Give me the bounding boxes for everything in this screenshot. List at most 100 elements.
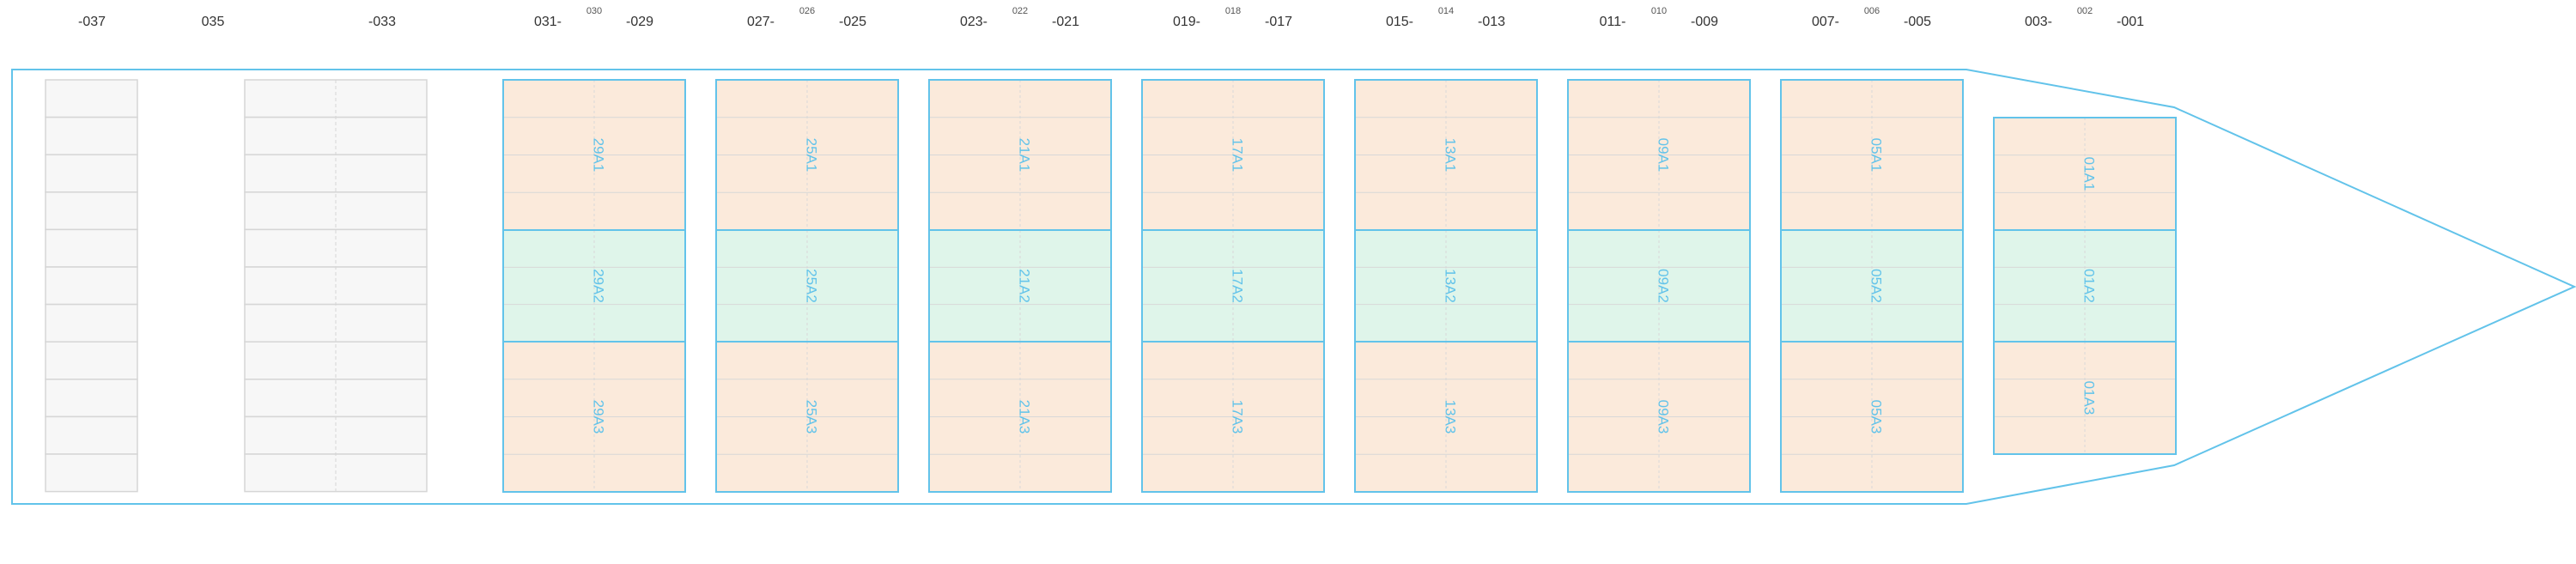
empty-slot: [45, 415, 138, 455]
hold-section-17A3[interactable]: 17A3: [1141, 341, 1325, 493]
bay-number-025: -025: [839, 15, 866, 29]
bay-number-037: -037: [78, 15, 106, 29]
cargo-hold-29[interactable]: 29A1 29A2 29A3: [502, 79, 686, 493]
hold-section-outline: [1780, 341, 1964, 493]
bay-number-003: 003-: [2025, 15, 2052, 29]
hold-label: 09A2: [1656, 269, 1672, 303]
hold-section-outline: [1993, 341, 2177, 455]
hold-label: 25A2: [804, 269, 820, 303]
bay-number-018: 018: [1225, 6, 1241, 16]
bay-number-015: 015-: [1386, 15, 1413, 29]
hold-section-29A3[interactable]: 29A3: [502, 341, 686, 493]
bay-number-033: -033: [368, 15, 396, 29]
bay-number-001: -001: [2117, 15, 2144, 29]
bay-number-005: -005: [1904, 15, 1931, 29]
empty-bay-033: [244, 79, 428, 493]
ship-hull-outline: [11, 69, 2576, 505]
hold-section-outline: [1567, 341, 1751, 493]
hold-label: 21A3: [1017, 400, 1033, 434]
hold-section-13A3[interactable]: 13A3: [1354, 341, 1538, 493]
hold-label: 05A1: [1868, 138, 1885, 173]
cargo-hold-05[interactable]: 05A1 05A2 05A3: [1780, 79, 1964, 493]
bay-number-013: -013: [1478, 15, 1505, 29]
bay-number-019: 019-: [1173, 15, 1200, 29]
bay-number-022: 022: [1012, 6, 1028, 16]
hold-label: 13A1: [1443, 138, 1459, 173]
bay-number-011: 011-: [1600, 15, 1626, 29]
hold-section-13A2[interactable]: 13A2: [1354, 229, 1538, 343]
empty-bay-group: [45, 79, 428, 493]
hold-section-01A3[interactable]: 01A3: [1993, 341, 2177, 455]
hold-label: 01A1: [2081, 157, 2098, 191]
hold-section-09A2[interactable]: 09A2: [1567, 229, 1751, 343]
bay-number-026: 026: [799, 6, 815, 16]
bay-number-010: 010: [1651, 6, 1667, 16]
bay-number-014: 014: [1438, 6, 1454, 16]
cargo-hold-13[interactable]: 13A1 13A2 13A3: [1354, 79, 1538, 493]
hold-label: 17A1: [1230, 138, 1246, 173]
hold-section-29A1[interactable]: 29A1: [502, 79, 686, 231]
bay-number-035: 035: [202, 15, 225, 29]
hold-label: 01A2: [2081, 269, 2098, 303]
hold-section-25A2[interactable]: 25A2: [715, 229, 899, 343]
bay-number-009: -009: [1691, 15, 1718, 29]
bay-number-017: -017: [1265, 15, 1292, 29]
empty-slot: [45, 341, 138, 380]
hold-label: 13A3: [1443, 400, 1459, 434]
cargo-hold-09[interactable]: 09A1 09A2 09A3: [1567, 79, 1751, 493]
empty-bay-037: [45, 79, 138, 493]
hold-section-01A1[interactable]: 01A1: [1993, 117, 2177, 231]
bay-number-029: -029: [626, 15, 653, 29]
cargo-hold-21[interactable]: 21A1 21A2 21A3: [928, 79, 1112, 493]
hold-section-29A2[interactable]: 29A2: [502, 229, 686, 343]
hold-section-25A1[interactable]: 25A1: [715, 79, 899, 231]
hold-section-09A1[interactable]: 09A1: [1567, 79, 1751, 231]
hold-label: 17A3: [1230, 400, 1246, 434]
hold-section-outline: [928, 341, 1112, 493]
bay-number-030: 030: [586, 6, 602, 16]
bay-number-row: -037 035 -033 031- 030 -029 027- 026 -02…: [78, 6, 2144, 29]
empty-slot: [244, 191, 428, 231]
hold-label: 25A1: [804, 138, 820, 173]
empty-slot: [45, 303, 138, 343]
bay-number-021: -021: [1052, 15, 1079, 29]
hold-label: 29A2: [591, 269, 607, 303]
empty-slot: [45, 154, 138, 193]
bay-number-006: 006: [1864, 6, 1880, 16]
hold-section-outline: [1141, 341, 1325, 493]
hold-section-01A2[interactable]: 01A2: [1993, 229, 2177, 343]
hold-label: 21A1: [1017, 138, 1033, 173]
hold-section-17A2[interactable]: 17A2: [1141, 229, 1325, 343]
bay-number-031: 031-: [534, 15, 562, 29]
hold-section-21A3[interactable]: 21A3: [928, 341, 1112, 493]
empty-slot: [45, 191, 138, 231]
hold-section-25A3[interactable]: 25A3: [715, 341, 899, 493]
hold-section-17A1[interactable]: 17A1: [1141, 79, 1325, 231]
bay-number-027: 027-: [747, 15, 775, 29]
empty-slot: [45, 379, 138, 418]
cargo-hold-17[interactable]: 17A1 17A2 17A3: [1141, 79, 1325, 493]
cargo-hold-01[interactable]: 01A1 01A2 01A3: [1993, 117, 2177, 455]
hold-label: 01A3: [2081, 381, 2098, 415]
hold-section-outline: [502, 341, 686, 493]
hold-label: 13A2: [1443, 269, 1459, 303]
hold-label: 21A2: [1017, 269, 1033, 303]
bay-number-002: 002: [2077, 6, 2093, 16]
cargo-hold-25[interactable]: 25A1 25A2 25A3: [715, 79, 899, 493]
hold-section-outline: [715, 341, 899, 493]
empty-slot: [45, 116, 138, 155]
hold-label: 29A1: [591, 138, 607, 173]
empty-slot: [45, 453, 138, 493]
hold-section-05A1[interactable]: 05A1: [1780, 79, 1964, 231]
hold-section-09A3[interactable]: 09A3: [1567, 341, 1751, 493]
hold-section-05A3[interactable]: 05A3: [1780, 341, 1964, 493]
hold-label: 05A2: [1868, 269, 1885, 303]
hold-section-13A1[interactable]: 13A1: [1354, 79, 1538, 231]
hold-section-21A1[interactable]: 21A1: [928, 79, 1112, 231]
hold-section-21A2[interactable]: 21A2: [928, 229, 1112, 343]
hold-section-outline: [1354, 341, 1538, 493]
empty-slot: [45, 79, 138, 118]
hold-section-05A2[interactable]: 05A2: [1780, 229, 1964, 343]
hold-label: 09A3: [1656, 400, 1672, 434]
